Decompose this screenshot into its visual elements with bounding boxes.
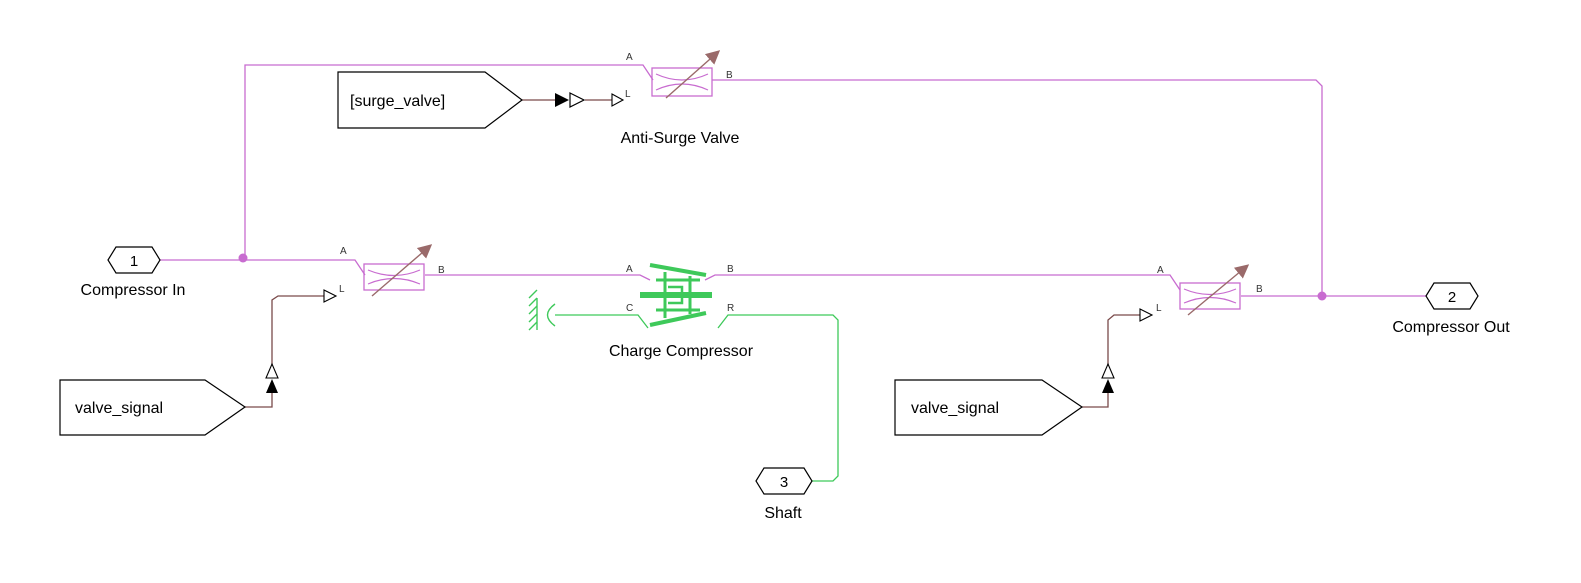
- in-port-label: Compressor In: [81, 282, 186, 299]
- inlet-valve-port-b: B: [438, 265, 445, 276]
- wire-junction-to-bypass[interactable]: [244, 64, 654, 260]
- surge-valve-tag-text: [surge_valve]: [350, 93, 445, 110]
- inport-icon: [755, 467, 813, 495]
- fluid-wires: [160, 64, 1426, 297]
- wire-right-signal-to-L[interactable]: [1107, 314, 1140, 368]
- anti-surge-port-b: B: [726, 70, 733, 81]
- compressor-icon: [640, 263, 712, 327]
- wire-valve-signal-left[interactable]: [245, 385, 273, 408]
- variable-arrow-icon: [1187, 264, 1250, 316]
- compressor-port-r: R: [727, 303, 734, 314]
- wire-junction-to-inlet-valve[interactable]: [245, 259, 366, 276]
- signal-filled-triangle-icon: [1102, 379, 1114, 393]
- inlet-valve-block[interactable]: A B L: [339, 244, 445, 297]
- valve-L-port-triangle-icon: [1139, 308, 1154, 322]
- inlet-valve-port-l: L: [339, 284, 345, 295]
- junction-inlet: [238, 253, 248, 263]
- anti-surge-port-l: L: [625, 89, 631, 100]
- surge-valve-from-tag[interactable]: [surge_valve]: [337, 71, 523, 129]
- wire-compressor-C-to-ref[interactable]: [555, 314, 649, 329]
- valve-L-port-triangle-icon: [611, 93, 625, 107]
- wire-compressor-R-to-shaft[interactable]: [717, 314, 839, 482]
- wire-left-signal-to-L[interactable]: [271, 295, 324, 368]
- variable-arrow-icon: [665, 50, 721, 99]
- inlet-valve-port-a: A: [340, 246, 347, 257]
- compressor-port-a: A: [626, 264, 633, 275]
- charge-compressor-block[interactable]: A B C R Charge Compressor: [609, 263, 754, 360]
- variable-arrow-icon: [371, 244, 433, 297]
- compressor-port-b: B: [727, 264, 734, 275]
- valve-L-port-triangle-icon: [323, 289, 338, 303]
- out-port-label: Compressor Out: [1392, 319, 1510, 336]
- charge-compressor-label: Charge Compressor: [609, 343, 754, 360]
- mechanical-wires: [555, 314, 839, 482]
- shaft-port-label: Shaft: [764, 505, 802, 522]
- anti-surge-port-a: A: [626, 52, 633, 63]
- outlet-valve-port-b: B: [1256, 284, 1263, 295]
- compressor-port-c: C: [626, 303, 633, 314]
- inport-icon: [107, 246, 161, 274]
- signal-filled-triangle-icon: [266, 379, 278, 393]
- anti-surge-valve-label: Anti-Surge Valve: [621, 130, 740, 147]
- valve-signal-left-from-tag[interactable]: valve_signal: [59, 379, 247, 436]
- variable-orifice-icon: [651, 67, 713, 97]
- mechanical-reference-icon[interactable]: [528, 289, 556, 331]
- signal-filled-triangle-icon: [555, 93, 569, 107]
- outlet-valve-port-l: L: [1156, 303, 1162, 314]
- valve-signal-left-text: valve_signal: [75, 400, 163, 417]
- valve-signal-right-text: valve_signal: [911, 400, 999, 417]
- wire-compressor-to-outlet-valve[interactable]: [704, 274, 1181, 291]
- shaft-port-number: 3: [780, 474, 788, 491]
- anti-surge-valve-block[interactable]: A B L Anti-Surge Valve: [621, 50, 740, 147]
- signal-open-triangle-icon: [1101, 362, 1115, 379]
- outlet-valve-block[interactable]: A B L: [1156, 264, 1263, 316]
- wire-inlet-valve-to-compressor[interactable]: [425, 274, 651, 281]
- signal-open-triangle-icon: [265, 362, 279, 379]
- signal-open-triangle-icon: [569, 92, 586, 108]
- outlet-valve-port-a: A: [1157, 265, 1164, 276]
- out-port-number: 2: [1448, 289, 1456, 306]
- outport-icon: [1425, 282, 1479, 310]
- variable-orifice-icon: [363, 263, 425, 291]
- compressor-in-port[interactable]: 1 Compressor In: [81, 246, 186, 299]
- wire-bypass-to-out-junction[interactable]: [712, 79, 1323, 296]
- valve-signal-right-from-tag[interactable]: valve_signal: [894, 379, 1084, 436]
- compressor-out-port[interactable]: 2 Compressor Out: [1392, 282, 1510, 336]
- variable-orifice-icon: [1179, 282, 1241, 310]
- shaft-port[interactable]: 3 Shaft: [755, 467, 813, 522]
- junction-outlet: [1317, 291, 1327, 301]
- in-port-number: 1: [130, 253, 138, 270]
